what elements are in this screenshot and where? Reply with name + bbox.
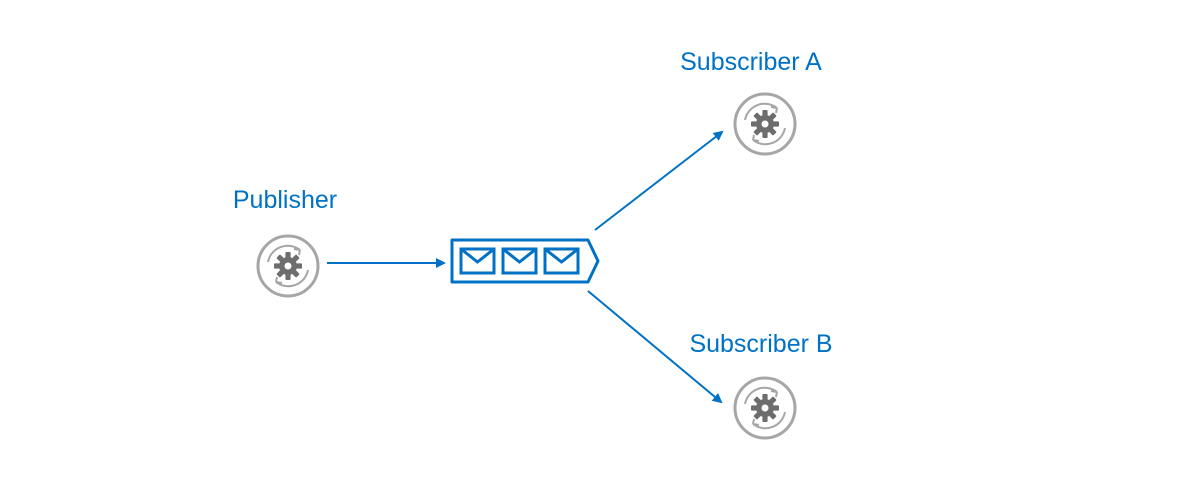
envelope-icon — [459, 247, 496, 275]
arrow-topic-to-subscriber-b — [587, 290, 723, 404]
subscriber-b-label: Subscriber B — [689, 330, 833, 358]
message-queue-icon — [450, 238, 600, 284]
subscriber-a-service-icon — [733, 92, 797, 156]
arrow-topic-to-subscriber-a — [594, 130, 724, 231]
subscriber-b-service-icon — [733, 376, 797, 440]
envelope-icon — [501, 247, 538, 275]
envelope-icon — [543, 247, 580, 275]
subscriber-a-label: Subscriber A — [680, 48, 822, 76]
publisher-service-icon — [256, 234, 320, 298]
publisher-label: Publisher — [232, 186, 338, 214]
